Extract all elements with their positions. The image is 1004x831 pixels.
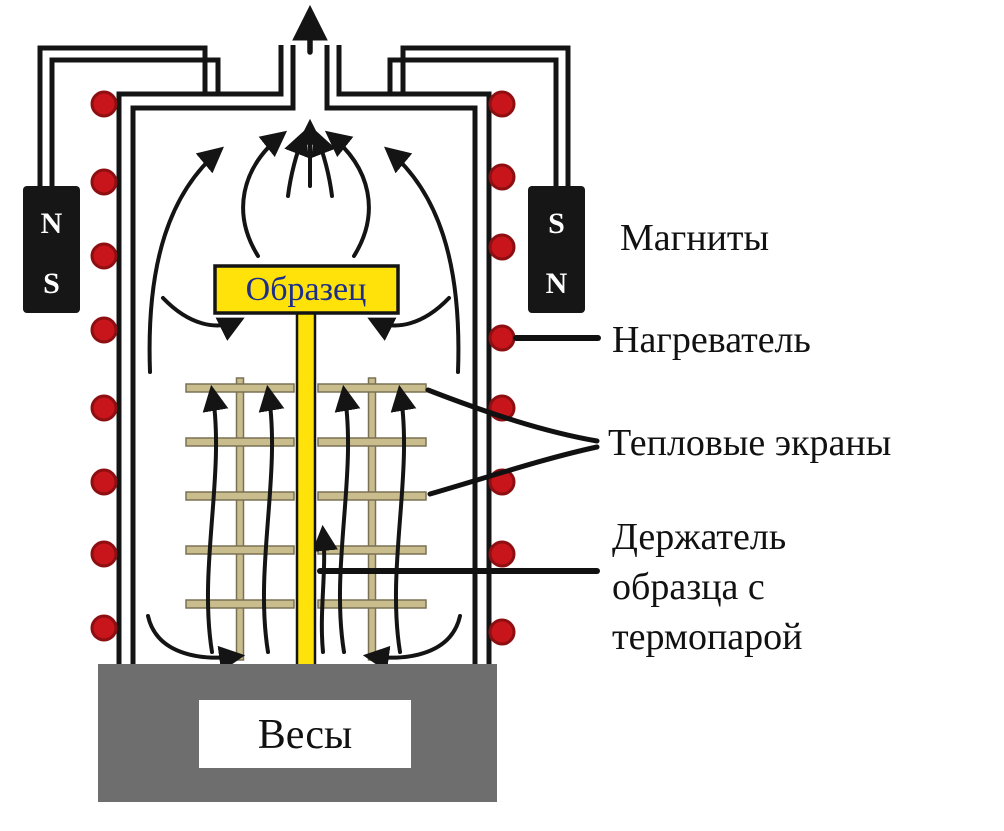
chamber-wall-outer-right	[336, 45, 492, 666]
flow-arrow	[334, 384, 361, 654]
heater-dot	[90, 168, 118, 196]
label-holder-line2: образца с	[612, 566, 765, 608]
heater-dot	[488, 540, 516, 568]
magnet-right	[528, 186, 585, 313]
screens-callout-line-top	[425, 387, 600, 444]
magnet-left-pole-bottom: S	[43, 267, 60, 300]
heater-dot	[90, 614, 118, 642]
magnet-left-pole-top: N	[41, 207, 63, 240]
sample-label: Образец	[246, 271, 367, 308]
heater-dot	[488, 618, 516, 646]
magnet-right-pole-bottom: N	[546, 267, 568, 300]
chamber-wall-inner-left	[130, 45, 296, 666]
magnet-arms	[37, 45, 571, 186]
label-holder-line1: Держатель	[612, 516, 786, 558]
flow-arrow	[202, 384, 229, 654]
magnet-left	[23, 186, 80, 313]
flow-arrow	[241, 130, 288, 258]
flow-arrow	[258, 384, 285, 654]
heater-dot	[488, 324, 516, 352]
label-magnets: Магниты	[620, 217, 769, 259]
heater-dot	[488, 90, 516, 118]
magnet-arm-left-inner	[49, 57, 221, 186]
screen-support	[235, 377, 245, 661]
heater-dot	[90, 90, 118, 118]
magnet-right-pole-top: S	[548, 207, 565, 240]
flow-arrow	[146, 614, 246, 672]
magnet-arm-left-outer	[37, 45, 208, 186]
scales-label: Весы	[258, 712, 353, 758]
flow-arrow	[362, 614, 462, 672]
thermal-screens	[185, 377, 427, 661]
sample-holder-rod	[295, 311, 317, 670]
screen-plate	[317, 599, 427, 609]
chamber-wall-outer-left	[116, 45, 284, 666]
heater-dot	[90, 540, 118, 568]
screen-plate	[317, 491, 427, 501]
heater-dot	[90, 468, 118, 496]
heater-dot	[488, 163, 516, 191]
magnets	[23, 186, 585, 313]
flow-arrow	[367, 296, 451, 341]
thermal-screen-left	[185, 377, 295, 661]
flow-arrow	[311, 129, 336, 198]
screen-plate	[185, 491, 295, 501]
flow-arrow	[147, 146, 224, 374]
screen-plate	[317, 545, 427, 555]
label-heater: Нагреватель	[612, 319, 811, 361]
heater-dot	[90, 316, 118, 344]
screen-support	[367, 377, 377, 661]
balance-display	[199, 700, 411, 768]
label-thermal-screens: Тепловые экраны	[608, 422, 891, 464]
screen-plate	[185, 437, 295, 447]
screen-plate	[185, 599, 295, 609]
screen-plate	[317, 383, 427, 393]
chamber-wall	[116, 45, 492, 666]
chamber-wall-inner-right	[324, 45, 478, 666]
magnet-arm-right-inner	[387, 57, 559, 186]
flow-arrow	[384, 146, 461, 374]
heater-coils	[90, 90, 516, 646]
screen-plate	[185, 383, 295, 393]
flow-arrow	[390, 384, 417, 654]
flow-arrow	[312, 524, 338, 654]
screen-plate	[185, 545, 295, 555]
sample-box	[213, 264, 400, 315]
flow-arrow	[324, 130, 371, 258]
screen-plate	[317, 437, 427, 447]
screens-callout-line-bottom	[427, 444, 600, 497]
sample-assembly	[213, 264, 400, 670]
magnet-arm-right-outer	[400, 45, 571, 186]
flow-arrow	[284, 129, 309, 198]
heater-dot	[90, 394, 118, 422]
callout-lines	[317, 335, 601, 574]
thermal-screen-right	[317, 377, 427, 661]
heater-dot	[488, 233, 516, 261]
convection-arrows	[146, 4, 462, 672]
label-holder-line3: термопарой	[612, 616, 802, 658]
flow-arrow	[161, 296, 245, 341]
heater-dot	[90, 242, 118, 270]
